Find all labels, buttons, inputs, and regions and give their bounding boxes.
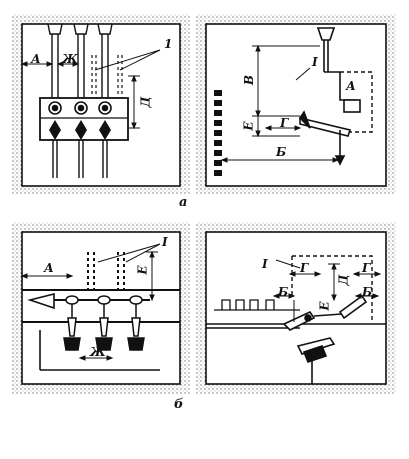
label-a-right-V: В xyxy=(242,74,257,86)
label-b-right-B2: Б xyxy=(362,285,373,299)
label-b-right-E: Е xyxy=(317,301,332,311)
label-a-left-1: 1 xyxy=(164,37,173,51)
label-b-left-E: Е xyxy=(135,265,150,275)
panel-b-right xyxy=(196,222,396,394)
label-b-right-D: Д xyxy=(336,274,351,286)
panel-a-left xyxy=(12,14,190,194)
label-a-left-D: Д xyxy=(138,96,153,108)
label-b-right-I: I xyxy=(262,257,268,271)
label-b-right-G2: Г xyxy=(362,261,371,275)
caption-b: б xyxy=(174,397,184,412)
cable-terminations xyxy=(47,23,113,98)
label-a-right-I: I xyxy=(312,55,318,69)
caption-a: а xyxy=(179,195,188,210)
label-a-left-A: А xyxy=(31,52,41,66)
label-b-right-B1: Б xyxy=(278,285,289,299)
post-insulators xyxy=(63,295,145,351)
label-a-right-G: Г xyxy=(280,116,289,130)
label-b-left-A: А xyxy=(44,261,54,275)
label-a-right-B: Б xyxy=(276,145,287,159)
label-a-right-A: А xyxy=(346,79,356,93)
panel-b-left xyxy=(12,222,190,394)
label-b-right-G1: Г xyxy=(300,261,309,275)
label-a-left-Zh: Ж xyxy=(62,52,78,66)
insulator-rings xyxy=(48,101,112,115)
panel-a-right xyxy=(196,14,396,194)
label-b-left-I: I xyxy=(162,235,168,249)
label-a-right-E: Е xyxy=(241,121,256,131)
label-b-left-Zh: Ж xyxy=(90,345,106,359)
grating xyxy=(214,90,222,176)
